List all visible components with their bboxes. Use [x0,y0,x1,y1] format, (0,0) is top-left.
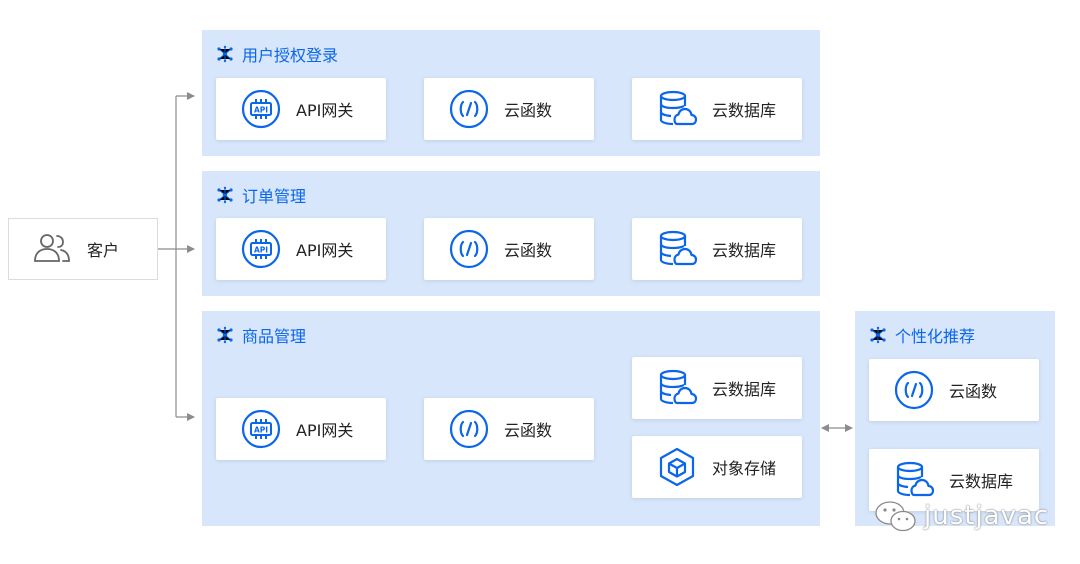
svg-text:API: API [254,426,268,435]
group-title-text: 订单管理 [242,187,307,206]
svg-text:API: API [254,106,268,115]
object-storage-cube-icon [659,447,695,487]
cloud-database-icon [659,230,698,266]
group-order-management: 订单管理 API API网关 云函数 云数据库 [202,171,820,296]
node-api-gateway[interactable]: API API网关 [216,218,386,280]
node-label: API网关 [296,101,354,120]
watermark-text: justjavac [924,501,1050,531]
node-label: 云数据库 [949,472,1014,491]
customer-node[interactable]: 客户 [8,218,158,280]
node-label: API网关 [296,241,354,260]
node-label: 对象存储 [712,459,777,478]
node-label: 云数据库 [712,101,777,120]
group-title-text: 用户授权登录 [242,46,339,65]
node-cloud-function[interactable]: 云函数 [424,78,594,140]
node-label: 云函数 [504,101,553,120]
node-cloud-database[interactable]: 云数据库 [632,218,802,280]
cloud-database-icon [659,90,698,126]
group-title-recommend: 个性化推荐 [869,324,975,346]
group-product-management: 商品管理 API API网关 云函数 云数据库 [202,311,820,526]
cloud-database-icon [896,461,935,497]
node-cloud-database[interactable]: 云数据库 [632,357,802,419]
node-cloud-database[interactable]: 云数据库 [869,449,1039,511]
customer-label: 客户 [87,241,120,260]
group-title-order: 订单管理 [216,184,306,206]
cloud-function-icon [449,409,489,449]
api-gateway-icon: API [241,229,281,269]
node-cloud-database[interactable]: 云数据库 [632,78,802,140]
node-label: 云函数 [949,382,998,401]
cloud-function-icon [449,229,489,269]
group-title-text: 商品管理 [242,327,307,346]
node-object-storage[interactable]: 对象存储 [632,436,802,498]
molecule-icon [870,326,886,344]
node-cloud-function[interactable]: 云函数 [424,218,594,280]
node-cloud-function[interactable]: 云函数 [424,398,594,460]
molecule-icon [217,326,233,344]
cloud-database-icon [659,369,698,405]
cloud-function-icon [894,370,934,410]
users-icon [34,234,70,262]
node-label: 云数据库 [712,380,777,399]
group-title-user-auth: 用户授权登录 [216,43,338,65]
node-api-gateway[interactable]: API API网关 [216,78,386,140]
node-label: 云函数 [504,241,553,260]
molecule-icon [217,45,233,63]
node-label: API网关 [296,421,354,440]
wechat-icon [875,501,916,532]
node-api-gateway[interactable]: API API网关 [216,398,386,460]
watermark: justjavac [874,496,1049,536]
api-gateway-icon: API [241,89,281,129]
group-personalized-recommendation: 个性化推荐 云函数 云数据库 [855,311,1055,526]
node-label: 云数据库 [712,241,777,260]
group-title-text: 个性化推荐 [895,327,976,346]
group-user-auth: 用户授权登录 API API网关 云函数 云数据库 [202,30,820,156]
molecule-icon [217,186,233,204]
node-cloud-function[interactable]: 云函数 [869,359,1039,421]
cloud-function-icon [449,89,489,129]
api-gateway-icon: API [241,409,281,449]
node-label: 云函数 [504,421,553,440]
svg-text:API: API [254,246,268,255]
group-title-product: 商品管理 [216,324,306,346]
